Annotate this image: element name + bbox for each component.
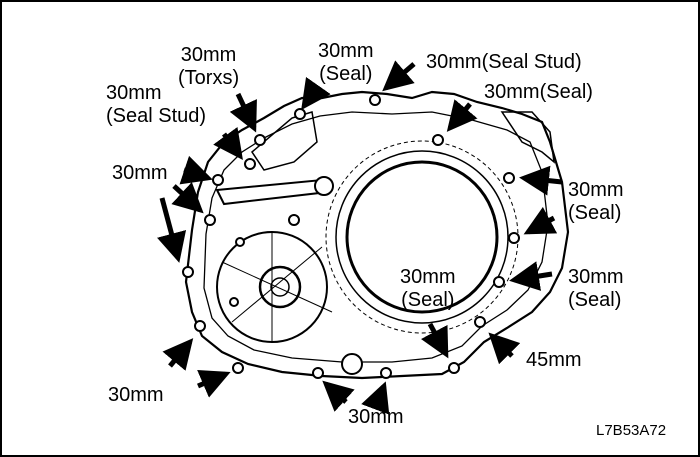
shift-shaft-end bbox=[314, 176, 334, 196]
drain-plug bbox=[341, 353, 363, 375]
shift-shaft bbox=[215, 178, 330, 206]
label-seal-stud-top: 30mm(Seal Stud) bbox=[426, 51, 582, 73]
bolt bbox=[194, 320, 206, 332]
case-outline bbox=[184, 90, 570, 380]
label-size: 30mm bbox=[318, 40, 374, 62]
bolt bbox=[380, 367, 392, 379]
arrow bbox=[162, 338, 194, 371]
label-seal-right-upper: 30mm(Seal) bbox=[484, 81, 593, 103]
bolt bbox=[503, 172, 515, 184]
figure-code: L7B53A72 bbox=[596, 422, 667, 439]
arrow bbox=[446, 99, 478, 132]
bolt bbox=[182, 266, 194, 278]
label-seal-top: 30mm (Seal) bbox=[318, 40, 374, 86]
label-seal-right-a: 30mm (Seal) bbox=[568, 179, 624, 225]
right-lobe bbox=[500, 111, 555, 164]
output-shaft-bore bbox=[258, 265, 302, 309]
label-size: 30mm bbox=[568, 266, 624, 288]
arrow bbox=[213, 126, 243, 161]
label-note: (Seal) bbox=[319, 63, 373, 85]
label-seal-right-b: 30mm (Seal) bbox=[568, 266, 624, 312]
bolt bbox=[204, 214, 216, 226]
arrow bbox=[229, 92, 257, 133]
arrow bbox=[421, 322, 449, 359]
label-note: (Seal) bbox=[401, 289, 455, 311]
arrow bbox=[197, 370, 231, 398]
label-bottom-left: 30mm bbox=[108, 384, 164, 406]
bolt bbox=[312, 367, 324, 379]
label-bottom-center: 30mm bbox=[348, 406, 404, 428]
output-shaft-center bbox=[270, 277, 290, 297]
rib-line bbox=[221, 261, 333, 313]
bolt bbox=[288, 214, 300, 226]
arrow bbox=[488, 332, 521, 365]
bolt bbox=[229, 297, 239, 307]
bolt bbox=[432, 134, 444, 146]
label-torx-bolt: 30mm (Torxs) bbox=[178, 44, 239, 90]
rib-line bbox=[231, 246, 323, 323]
bolt bbox=[369, 94, 381, 106]
arrow bbox=[523, 206, 558, 235]
upper-bracket bbox=[251, 111, 318, 171]
label-seal-stud-left: 30mm (Seal Stud) bbox=[106, 82, 206, 128]
arrow bbox=[322, 380, 355, 412]
arrow bbox=[171, 182, 204, 214]
bolt bbox=[235, 237, 245, 247]
label-45mm-bolt: 45mm bbox=[526, 349, 582, 371]
label-size: 30mm bbox=[568, 179, 624, 201]
label-note: (Torxs) bbox=[178, 67, 240, 89]
arrow bbox=[519, 165, 563, 196]
arrow bbox=[301, 76, 331, 111]
label-size: 30mm bbox=[180, 44, 237, 66]
bolt bbox=[448, 362, 460, 374]
label-note: (Seal Stud) bbox=[106, 105, 207, 127]
arrow bbox=[157, 197, 187, 263]
label-size: 30mm bbox=[400, 266, 456, 288]
label-size: 30mm bbox=[106, 82, 162, 104]
bolt bbox=[254, 134, 266, 146]
arrow bbox=[179, 155, 213, 185]
bolt bbox=[474, 316, 486, 328]
bolt bbox=[244, 158, 256, 170]
bolt bbox=[212, 174, 224, 186]
arrow bbox=[382, 60, 416, 92]
label-seal-center: 30mm (Seal) bbox=[400, 266, 456, 312]
bolt bbox=[232, 362, 244, 374]
label-note: (Seal) bbox=[568, 289, 622, 311]
bell-housing-bore bbox=[345, 160, 499, 314]
bolt bbox=[294, 108, 306, 120]
arrow bbox=[509, 261, 553, 291]
bell-housing-rim bbox=[335, 150, 509, 324]
arrow bbox=[361, 381, 390, 415]
bolts bbox=[182, 94, 520, 379]
label-note: (Seal) bbox=[568, 202, 622, 224]
bolt bbox=[493, 276, 505, 288]
label-left-middle: 30mm bbox=[112, 162, 168, 184]
callout-arrows bbox=[157, 60, 563, 415]
bolt bbox=[508, 232, 520, 244]
